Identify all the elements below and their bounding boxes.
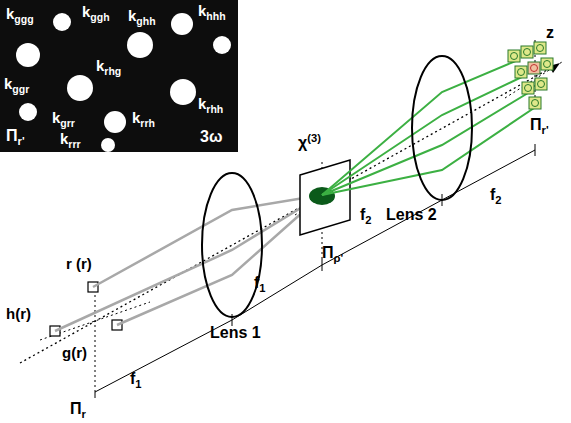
label-text: g(r)	[62, 345, 87, 362]
subscript: ghh	[136, 15, 155, 27]
label-text: f2	[490, 186, 502, 207]
label-text: krhg	[96, 58, 121, 78]
label-text: r (r)	[66, 256, 92, 273]
subscript: rrh	[140, 117, 155, 129]
label-text: krrr	[60, 131, 81, 151]
subscript: 1	[135, 378, 141, 390]
subscript: grr	[60, 117, 75, 129]
subscript: rhg	[104, 65, 121, 77]
subscript: r'	[542, 124, 549, 136]
label-text: Πr	[70, 400, 86, 421]
subscript: 2	[365, 214, 371, 226]
subscript: rhh	[206, 103, 223, 115]
label-text: kggh	[82, 4, 110, 24]
subscript: ggg	[14, 13, 33, 25]
lens-2	[412, 56, 472, 200]
label-text: χ(3)	[298, 132, 321, 152]
subscript: r	[82, 408, 86, 420]
optical-axis	[20, 65, 556, 363]
label-text: 3ω	[200, 128, 222, 146]
label-text: krrh	[132, 110, 155, 130]
label-text: kghh	[128, 8, 156, 28]
input-rays	[55, 195, 322, 331]
label-text: f1	[130, 370, 142, 391]
label-text: Lens 1	[210, 324, 261, 342]
focal-dimension-lines	[95, 144, 535, 398]
subscript: 1	[259, 282, 265, 294]
label-text: kgrr	[52, 110, 75, 130]
label-text: kggr	[4, 76, 29, 96]
superscript: (3)	[307, 132, 321, 144]
output-pixels	[508, 42, 553, 109]
lens-1	[202, 173, 262, 317]
subscript: ggh	[90, 11, 109, 23]
subscript: hhh	[206, 10, 225, 22]
subscript: r'	[18, 135, 25, 147]
subscript: rrr	[68, 138, 80, 150]
subscript: ggr	[12, 83, 29, 95]
label-text: kggg	[6, 6, 34, 26]
label-text: Πr'	[6, 127, 25, 148]
label-text: krhh	[198, 96, 223, 116]
plane-markers	[40, 40, 562, 392]
inset-background	[0, 0, 238, 152]
subscript: 2	[495, 194, 501, 206]
label-text: Πr'	[530, 116, 549, 137]
label-text: khhh	[198, 3, 226, 23]
label-text: Πρ'	[322, 244, 343, 265]
label-text: z	[546, 24, 554, 42]
label-text: f2	[360, 206, 372, 227]
label-text: h(r)	[6, 306, 31, 323]
label-text: Lens 2	[386, 206, 437, 224]
diffraction-spots	[16, 13, 231, 152]
subscript: ρ'	[334, 252, 344, 264]
nonlinear-crystal	[300, 160, 350, 235]
label-text: f1	[254, 274, 266, 295]
output-rays	[322, 60, 540, 195]
